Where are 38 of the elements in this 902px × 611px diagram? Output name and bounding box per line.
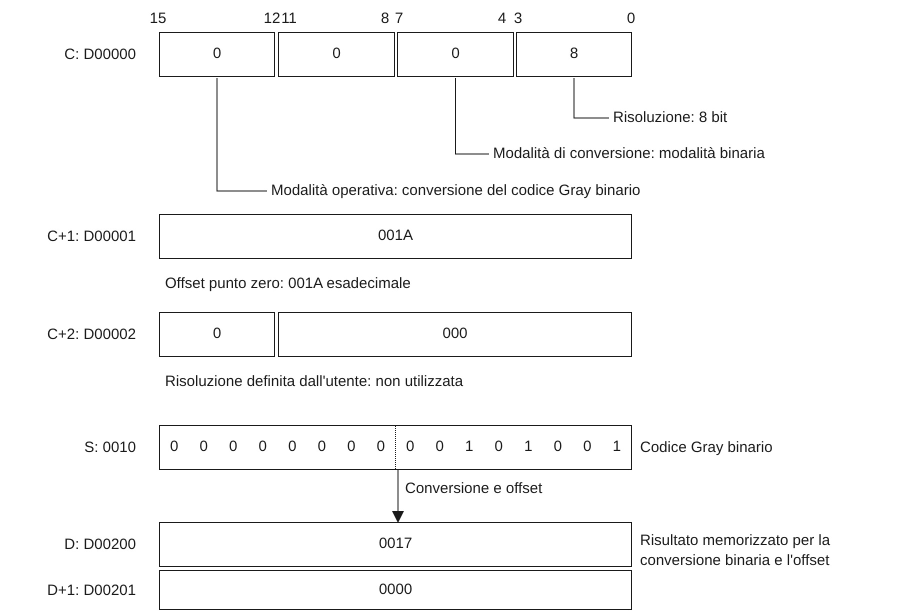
annotation-text: Modalità di conversione: modalità binaria (493, 144, 765, 164)
register-field: 0 (278, 32, 395, 77)
register-field: 0 (397, 32, 514, 77)
edge-label: Conversione e offset (405, 479, 542, 499)
bit-register (159, 425, 632, 470)
bit-number: 0 (626, 10, 636, 27)
register-field: 0 (159, 32, 275, 77)
leader-line (574, 78, 610, 118)
bit-number: 4 (498, 10, 506, 27)
bit-number: 11 (281, 10, 297, 27)
leader-line (216, 78, 268, 192)
register-field: 8 (516, 32, 632, 77)
note-text: Offset punto zero: 001A esadecimale (165, 275, 411, 292)
register-label: D+1: D00201 (47, 582, 136, 599)
bit-number: 7 (394, 10, 404, 27)
register-label: S: 0010 (84, 439, 136, 456)
bit-values: 0 0 0 0 0 0 0 0 (170, 437, 385, 458)
annotation-text: Modalità operativa: conversione del codice Gray binario (271, 181, 640, 201)
arrow (392, 470, 404, 523)
bit-number: 15 (150, 10, 166, 27)
register-label: C+1: D00001 (47, 228, 136, 245)
bit-number: 8 (380, 10, 390, 27)
bit-number: 12 (264, 10, 280, 27)
bit-number: 3 (514, 10, 522, 27)
register-label: D: D00200 (64, 536, 136, 553)
register-field: 0 (159, 312, 275, 357)
register-field: 0017 (159, 522, 632, 567)
register-field: 0000 (159, 570, 632, 610)
note-text: Codice Gray binario (640, 439, 773, 456)
register-field: 001A (159, 214, 632, 259)
note-text: Risultato memorizzato per la conversione binaria e l'offset (640, 532, 830, 569)
register-label: C+2: D00002 (47, 326, 136, 343)
bit-values: 0 0 1 0 1 0 0 1 (406, 437, 621, 458)
leader-line (455, 78, 490, 154)
register-field: 000 (278, 312, 632, 357)
register-label: C: D00000 (64, 46, 136, 63)
annotation-text: Risoluzione: 8 bit (613, 108, 728, 128)
note-text: Risoluzione definita dall'utente: non utilizzata (165, 373, 464, 390)
